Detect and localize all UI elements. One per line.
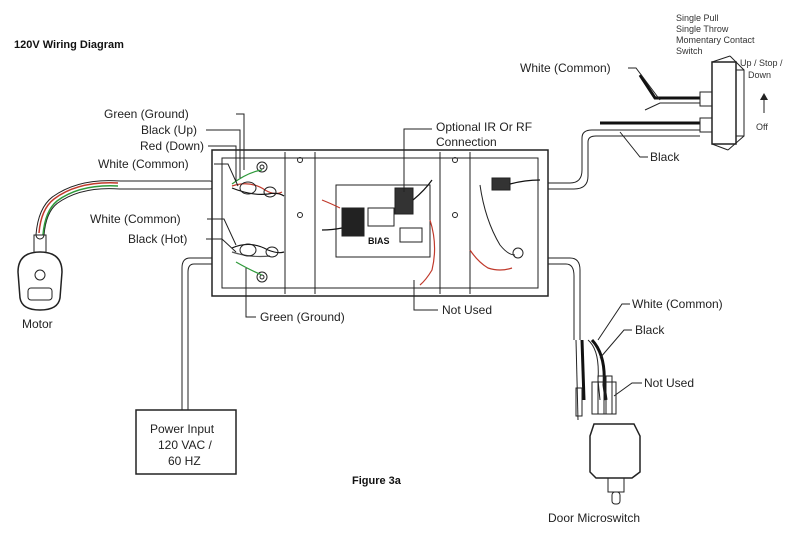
microswitch-white-label: White (Common) [632, 297, 723, 311]
power-input: Power Input 120 VAC / 60 HZ [135, 409, 237, 475]
switch-positions-line-1: Up / Stop / [740, 58, 783, 68]
door-microswitch: White (Common) Black Not Used Door Micro… [548, 297, 723, 525]
power-input-line-3: 60 HZ [168, 454, 201, 468]
switch-off-label: Off [756, 122, 768, 132]
center-callouts: Optional IR Or RF Connection Not Used [403, 120, 532, 317]
board-label: BIAS [368, 236, 390, 246]
switch-body [711, 61, 737, 145]
cables [181, 129, 700, 415]
callout-white-common-upper: White (Common) [98, 157, 189, 171]
power-input-line-1: Power Input [150, 422, 215, 436]
terminal-block [341, 207, 365, 237]
callout-green-ground: Green (Ground) [104, 107, 189, 121]
switch-white-label: White (Common) [520, 61, 611, 75]
callout-white-common-lower: White (Common) [90, 212, 181, 226]
callout-green-ground-bottom: Green (Ground) [260, 310, 345, 324]
microswitch-plunger [611, 491, 621, 505]
microswitch-name: Door Microswitch [548, 511, 640, 525]
callout-black-up: Black (Up) [141, 123, 197, 137]
not-used-center-label: Not Used [442, 303, 492, 317]
power-input-box [135, 409, 237, 475]
motor-red-wire [38, 182, 119, 234]
motor-icon [17, 251, 63, 311]
control-box: BIAS [211, 149, 549, 297]
callout-black-hot: Black (Hot) [128, 232, 187, 246]
left-callouts: Green (Ground) Black (Up) Red (Down) Whi… [90, 107, 345, 324]
power-input-line-2: 120 VAC / [158, 438, 212, 452]
microswitch-black-label: Black [635, 323, 665, 337]
switch-desc-line-1: Single Pull [676, 13, 719, 23]
momentary-switch: Single Pull Single Throw Momentary Conta… [520, 13, 783, 164]
microswitch-not-used-label: Not Used [644, 376, 694, 390]
switch-desc-line-4: Switch [676, 46, 703, 56]
motor-assembly: Motor [17, 180, 215, 331]
switch-black-label: Black [650, 150, 680, 164]
ground-screw-top [256, 161, 268, 173]
optional-connection-line-1: Optional IR Or RF [436, 120, 532, 134]
switch-desc-line-2: Single Throw [676, 24, 729, 34]
microswitch-body [589, 423, 641, 479]
motor-label: Motor [22, 317, 53, 331]
motor-green-wire [42, 185, 119, 236]
switch-positions-line-2: Down [748, 70, 771, 80]
right-connector [491, 177, 511, 191]
figure-caption: Figure 3a [352, 475, 402, 487]
diagram-title: 120V Wiring Diagram [14, 39, 124, 51]
switch-desc-line-3: Momentary Contact [676, 35, 755, 45]
ground-screw-bottom [256, 271, 268, 283]
optional-connection-line-2: Connection [436, 135, 497, 149]
callout-red-down: Red (Down) [140, 139, 204, 153]
